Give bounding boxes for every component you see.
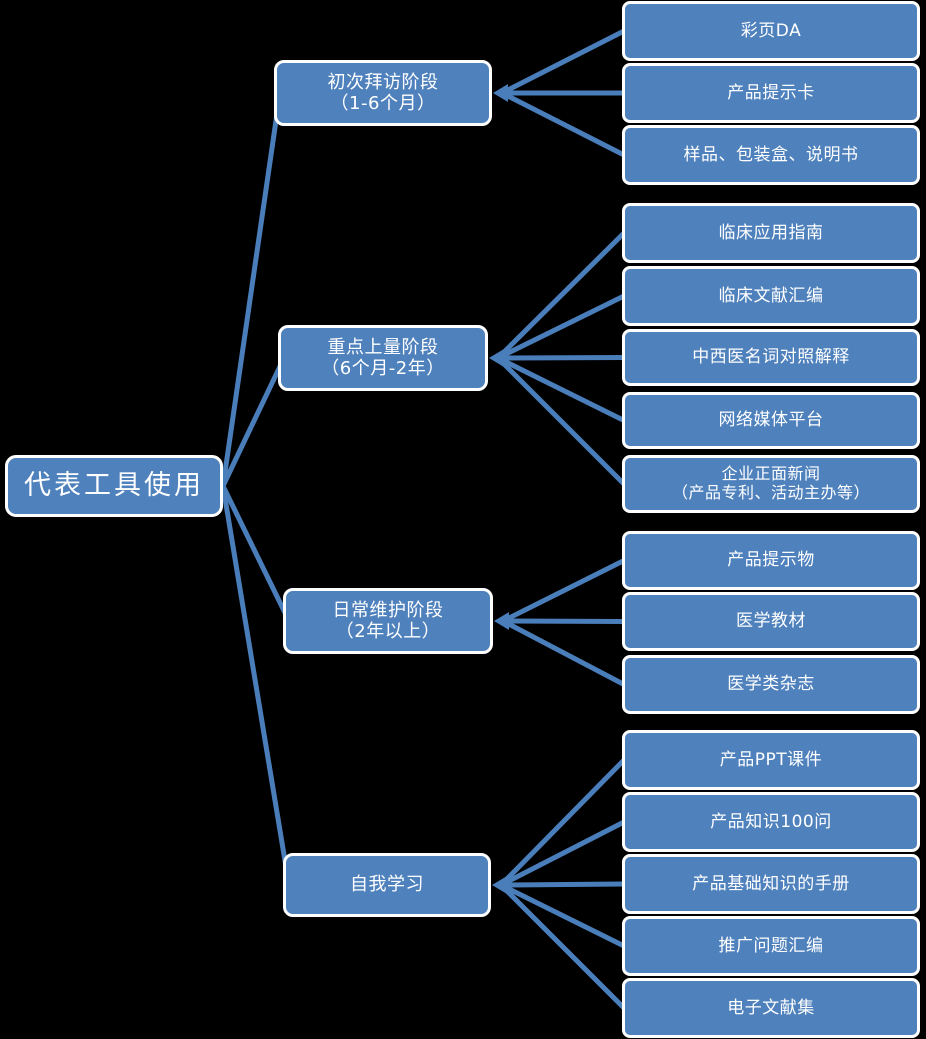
arrowhead-stage-3	[494, 612, 509, 630]
leaf-node-2-5[interactable]: 企业正面新闻 （产品专利、活动主办等）	[622, 455, 920, 513]
leaf-node-3-3[interactable]: 医学类杂志	[622, 655, 920, 714]
connector-stage4-leaf-4	[499, 882, 626, 949]
connector-root-stage-4	[220, 485, 292, 886]
leaf-node-3-1[interactable]: 产品提示物	[622, 531, 920, 590]
connector-stage3-leaf-2	[502, 618, 625, 624]
root-node[interactable]: 代表工具使用	[5, 455, 223, 517]
leaf-node-4-2[interactable]: 产品知识100问	[622, 792, 920, 852]
stage-node-4[interactable]: 自我学习	[283, 853, 491, 917]
connector-root-stage-1	[220, 92, 283, 487]
connector-stage3-leaf-1	[501, 558, 626, 624]
connector-stage4-leaf-5	[499, 883, 626, 1010]
leaf-node-1-3[interactable]: 样品、包装盒、说明书	[622, 125, 920, 185]
stage-node-2[interactable]: 重点上量阶段 （6个月-2年）	[278, 325, 488, 391]
arrowhead-stage-1	[493, 84, 508, 102]
leaf-node-1-2[interactable]: 产品提示卡	[622, 63, 920, 123]
connector-stage1-leaf-1	[500, 28, 626, 96]
leaf-node-4-5[interactable]: 电子文献集	[622, 978, 920, 1038]
stage-node-3[interactable]: 日常维护阶段 （2年以上）	[283, 588, 493, 654]
leaf-node-1-1[interactable]: 彩页DA	[622, 1, 920, 61]
leaf-node-2-2[interactable]: 临床文献汇编	[622, 266, 920, 326]
leaf-node-4-3[interactable]: 产品基础知识的手册	[622, 854, 920, 914]
connector-root-stage-2	[220, 356, 287, 488]
leaf-node-2-1[interactable]: 临床应用指南	[622, 203, 920, 263]
arrowhead-stage-4	[492, 876, 507, 894]
leaf-node-3-2[interactable]: 医学教材	[622, 592, 920, 651]
connector-stage4-leaf-2	[499, 819, 626, 888]
connector-stage4-leaf-3	[500, 881, 625, 888]
stage-node-1[interactable]: 初次拜访阶段 （1-6个月）	[274, 60, 492, 126]
arrowhead-stage-2	[489, 349, 504, 367]
connector-stage2-leaf-5	[496, 356, 626, 486]
leaf-node-2-3[interactable]: 中西医名词对照解释	[622, 329, 920, 386]
connector-stage2-leaf-1	[496, 231, 626, 360]
connector-root-stage-3	[220, 484, 292, 623]
connector-stage3-leaf-3	[501, 618, 626, 687]
connector-stage2-leaf-3	[497, 355, 625, 361]
leaf-node-2-4[interactable]: 网络媒体平台	[622, 392, 920, 449]
connector-stage4-leaf-1	[499, 758, 626, 887]
connector-stage2-leaf-4	[496, 355, 626, 423]
connector-stage2-leaf-2	[496, 293, 626, 361]
leaf-node-4-1[interactable]: 产品PPT课件	[622, 730, 920, 790]
leaf-node-4-4[interactable]: 推广问题汇编	[622, 916, 920, 976]
connector-stage1-leaf-3	[500, 90, 626, 158]
